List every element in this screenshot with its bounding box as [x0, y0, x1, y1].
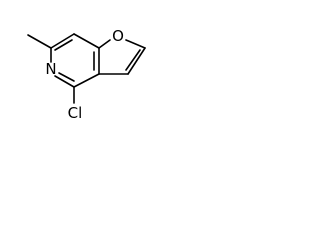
- bond-c7a-c7: [73, 33, 100, 49]
- bond-c3a-c7a: [93, 47, 100, 75]
- nitrogen-atom-label: N: [45, 60, 56, 78]
- bond-c6-methyl: [27, 34, 52, 49]
- bond-c4-c3a: [73, 73, 100, 88]
- bond-n5-c4: [54, 72, 75, 88]
- bond-o1-c2: [125, 39, 146, 49]
- oxygen-atom-label: O: [112, 27, 124, 45]
- bond-c2-c3: [125, 47, 146, 75]
- chlorine-atom-label: Cl: [68, 104, 83, 122]
- molecule-structure: O N Cl: [27, 27, 146, 122]
- bond-c7a-o1: [98, 39, 111, 49]
- bond-c7-c6: [50, 33, 75, 51]
